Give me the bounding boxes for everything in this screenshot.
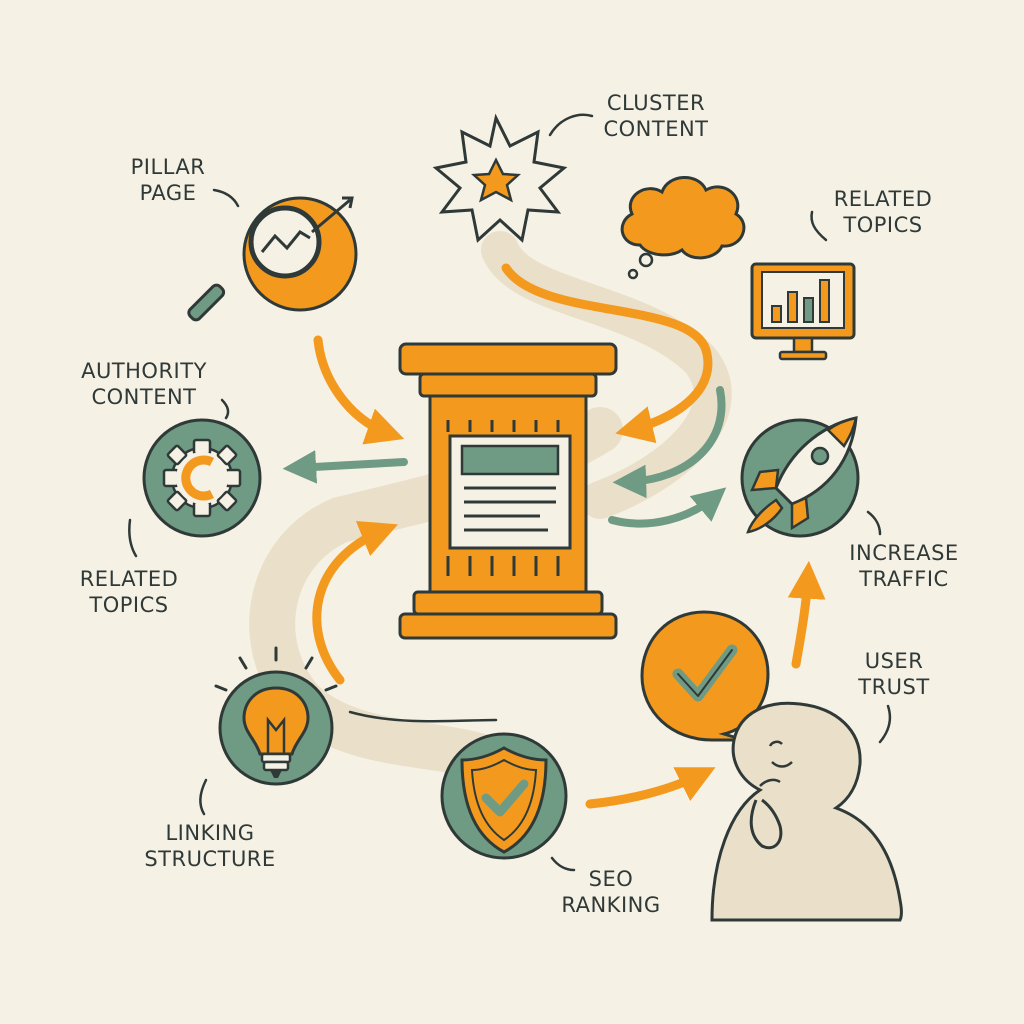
thinking-person-icon (710, 701, 903, 922)
arrow-cluster-to-column (501, 263, 713, 444)
label-pillar-page-line1: PILLAR (130, 155, 206, 179)
label-pillar-page: PILLAR PAGE (118, 154, 218, 206)
arrow-trust-to-traffic (787, 560, 826, 669)
lightbulb-icon (214, 646, 338, 786)
label-authority-content-line1: AUTHORITY (81, 359, 207, 383)
label-related-topics-left-line1: RELATED (79, 567, 179, 591)
arrow-related-to-column (612, 386, 726, 499)
label-cluster-content: CLUSTER CONTENT (586, 90, 726, 142)
label-user-trust-line2: TRUST (858, 675, 930, 699)
label-related-topics-left: RELATED TOPICS (64, 566, 194, 618)
monitor-bar-chart-icon (750, 262, 856, 361)
arrow-column-to-rocket (608, 487, 727, 528)
label-related-topics-top-line1: RELATED (833, 187, 933, 211)
label-connectors (128, 113, 892, 872)
arrow-shield-to-person (585, 767, 716, 809)
label-pillar-page-line2: PAGE (139, 181, 197, 205)
label-authority-content: AUTHORITY CONTENT (62, 358, 226, 410)
label-user-trust-line1: USER (864, 649, 924, 673)
label-linking-structure-line1: LINKING (165, 821, 255, 845)
checkmark-speech-bubble-icon (640, 610, 770, 742)
arrow-flow-to-shield (348, 710, 498, 723)
label-related-topics-top-line2: TOPICS (843, 213, 923, 237)
label-user-trust: USER TRUST (848, 648, 940, 700)
shield-check-icon (440, 732, 568, 860)
gear-icon (142, 418, 262, 538)
magnifier-chart-icon (187, 196, 358, 322)
label-authority-content-line2: CONTENT (91, 385, 197, 409)
arrow-column-to-gear (282, 450, 408, 484)
thought-cloud-icon (620, 176, 746, 280)
label-seo-ranking-line2: RANKING (561, 893, 661, 917)
label-related-topics-top: RELATED TOPICS (818, 186, 948, 238)
label-increase-traffic: INCREASE TRAFFIC (836, 540, 972, 592)
label-related-topics-left-line2: TOPICS (89, 593, 169, 617)
label-cluster-content-line1: CLUSTER (606, 91, 706, 115)
label-seo-ranking-line1: SEO (588, 867, 634, 891)
label-increase-traffic-line1: INCREASE (849, 541, 959, 565)
pillar-column-icon (398, 342, 618, 640)
label-linking-structure-line2: STRUCTURE (144, 847, 276, 871)
label-increase-traffic-line2: TRAFFIC (859, 567, 949, 591)
arrow-pillar-to-column (313, 335, 405, 445)
label-cluster-content-line2: CONTENT (603, 117, 709, 141)
arrow-lightbulb-to-column (312, 521, 399, 685)
label-seo-ranking: SEO RANKING (546, 866, 676, 918)
starburst-icon (432, 113, 568, 243)
flow-arrows (282, 263, 826, 809)
label-linking-structure: LINKING STRUCTURE (130, 820, 290, 872)
rocket-icon (740, 416, 860, 538)
